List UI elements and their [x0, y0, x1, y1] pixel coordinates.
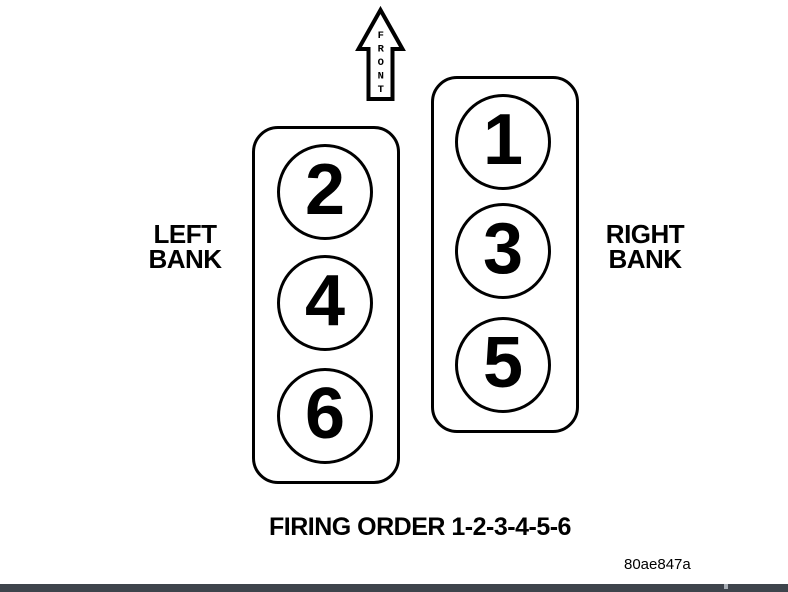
cylinder-4: 4: [277, 255, 373, 351]
figure-code: 80ae847a: [624, 556, 691, 573]
right-bank-label-line2: BANK: [608, 244, 682, 274]
front-arrow-icon: [355, 5, 406, 101]
right-bank-outline: 1 3 5: [431, 76, 579, 433]
right-bank-label-line1: RIGHT: [605, 219, 685, 249]
left-bank-label-line1: LEFT: [153, 219, 218, 249]
left-bank-label: LEFT BANK: [137, 219, 233, 274]
front-arrow-label: FRONT: [357, 30, 404, 98]
cylinder-5: 5: [455, 317, 551, 413]
bottom-bar-notch: [724, 584, 728, 589]
firing-order-caption: FIRING ORDER 1-2-3-4-5-6: [269, 513, 571, 541]
right-bank-label: RIGHT BANK: [597, 219, 693, 274]
left-bank-outline: 2 4 6: [252, 126, 400, 484]
cylinder-2: 2: [277, 144, 373, 240]
left-bank-label-line2: BANK: [148, 244, 222, 274]
front-arrow-label-text: FRONT: [374, 30, 387, 98]
window-bottom-edge-bar: [0, 584, 788, 592]
cylinder-1: 1: [455, 94, 551, 190]
cylinder-6: 6: [277, 368, 373, 464]
cylinder-3: 3: [455, 203, 551, 299]
